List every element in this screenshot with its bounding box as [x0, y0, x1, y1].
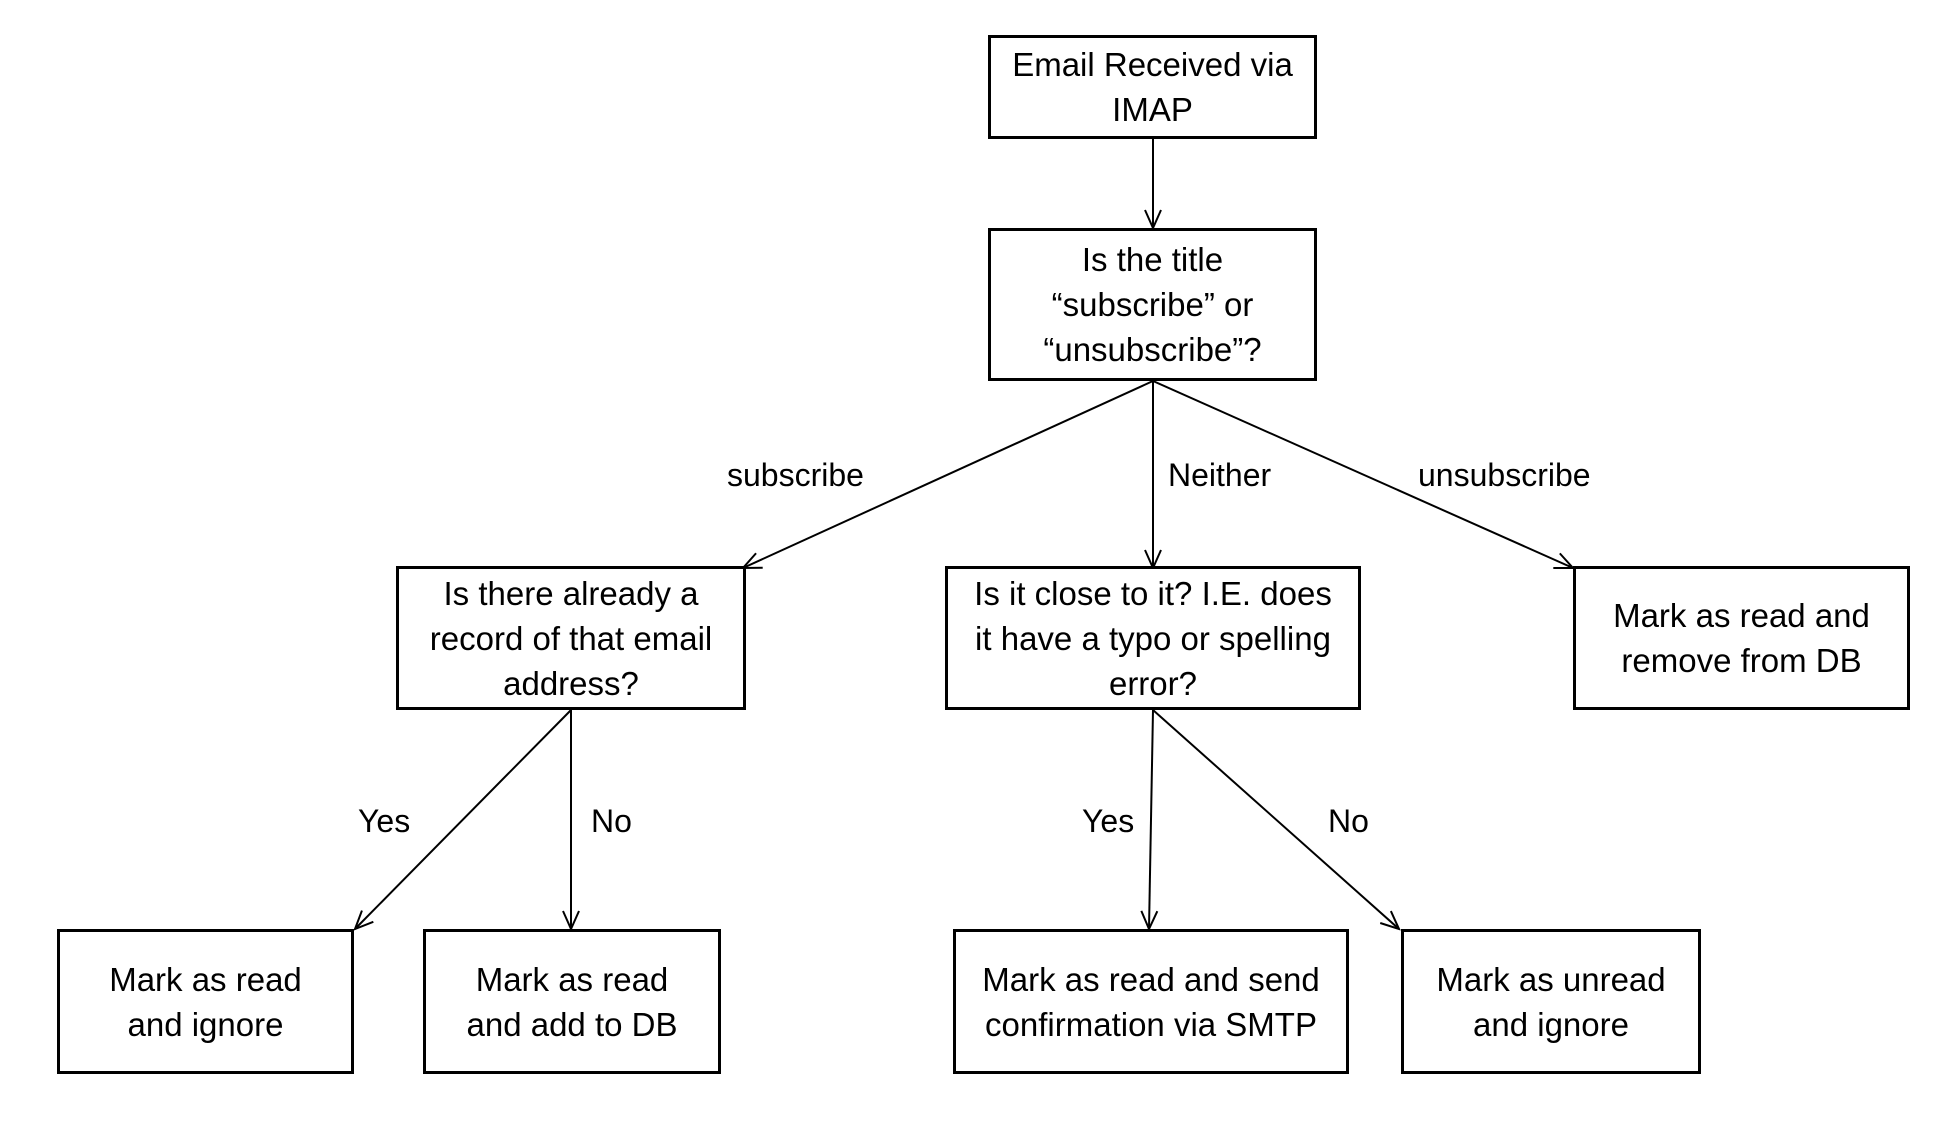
- edge-label-record-no: No: [591, 803, 632, 839]
- typo-check-decision: Is it close to it? I.E. does it have a t…: [945, 566, 1361, 710]
- typo-check-text: Is it close to it? I.E. does it have a t…: [974, 574, 1332, 702]
- title-check-decision: Is the title “subscribe” or “unsubscribe…: [988, 228, 1317, 381]
- add-to-db-text: Mark as read and add to DB: [466, 960, 678, 1043]
- start-node: Email Received via IMAP: [988, 35, 1317, 139]
- arrow-unsubscribe: [1152, 380, 1573, 568]
- arrow-subscribe: [743, 380, 1154, 568]
- remove-from-db-text: Mark as read and remove from DB: [1613, 597, 1870, 679]
- record-check-text: Is there already a record of that email …: [429, 574, 713, 702]
- add-to-db-node: Mark as read and add to DB: [423, 929, 721, 1074]
- unread-and-ignore-node: Mark as unread and ignore: [1401, 929, 1701, 1074]
- remove-from-db-node: Mark as read and remove from DB: [1573, 566, 1910, 710]
- start-node-text: Email Received via IMAP: [1012, 46, 1293, 128]
- send-confirmation-node: Mark as read and send confirmation via S…: [953, 929, 1349, 1074]
- edge-label-typo-no: No: [1328, 803, 1369, 839]
- arrow-record-yes: [355, 709, 572, 929]
- title-check-text: Is the title “subscribe” or “unsubscribe…: [1043, 241, 1262, 368]
- edge-label-record-yes: Yes: [358, 803, 411, 839]
- edge-label-typo-yes: Yes: [1082, 803, 1135, 839]
- edge-label-neither: Neither: [1168, 457, 1272, 493]
- send-confirmation-text: Mark as read and send confirmation via S…: [982, 960, 1320, 1043]
- read-and-ignore-node: Mark as read and ignore: [57, 929, 354, 1074]
- arrow-typo-yes: [1149, 709, 1153, 929]
- read-and-ignore-text: Mark as read and ignore: [109, 960, 302, 1043]
- edge-label-unsubscribe: unsubscribe: [1418, 457, 1591, 493]
- edge-label-subscribe: subscribe: [727, 457, 864, 493]
- arrow-typo-no: [1152, 709, 1399, 929]
- unread-and-ignore-text: Mark as unread and ignore: [1436, 960, 1666, 1043]
- record-check-decision: Is there already a record of that email …: [396, 566, 746, 710]
